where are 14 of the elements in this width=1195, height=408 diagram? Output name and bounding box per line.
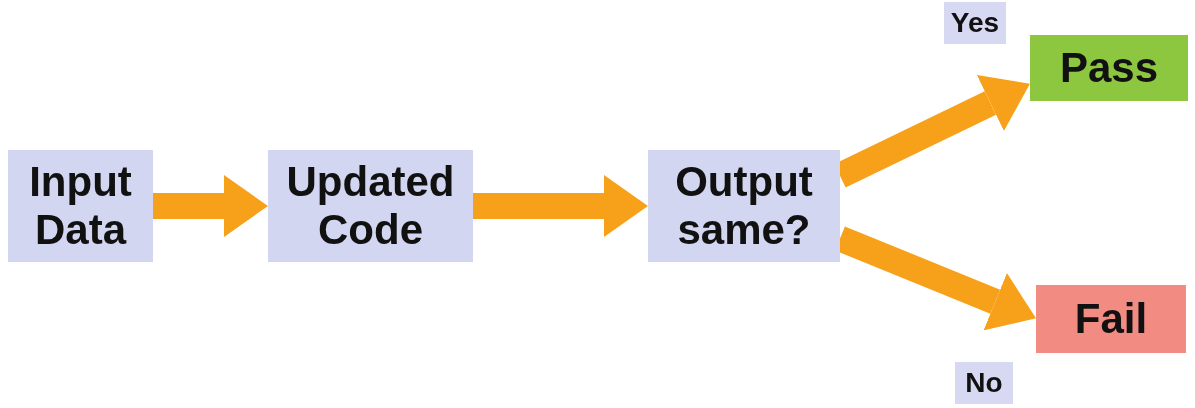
- box-label: Updated Code: [285, 157, 456, 255]
- edge-label: No: [955, 362, 1013, 404]
- box-label: Input Data: [28, 157, 133, 255]
- process-box: [8, 150, 153, 262]
- process-box: [268, 150, 473, 262]
- arrow: [473, 175, 648, 237]
- box-label: Pass: [1059, 43, 1159, 93]
- arrow: [153, 175, 268, 237]
- process-box: [648, 150, 840, 262]
- box-label: Fail: [1074, 294, 1148, 344]
- edge-label: Yes: [944, 2, 1006, 44]
- box-label: Output same?: [674, 157, 814, 255]
- process-box: [1030, 35, 1188, 101]
- process-box: [1036, 285, 1186, 353]
